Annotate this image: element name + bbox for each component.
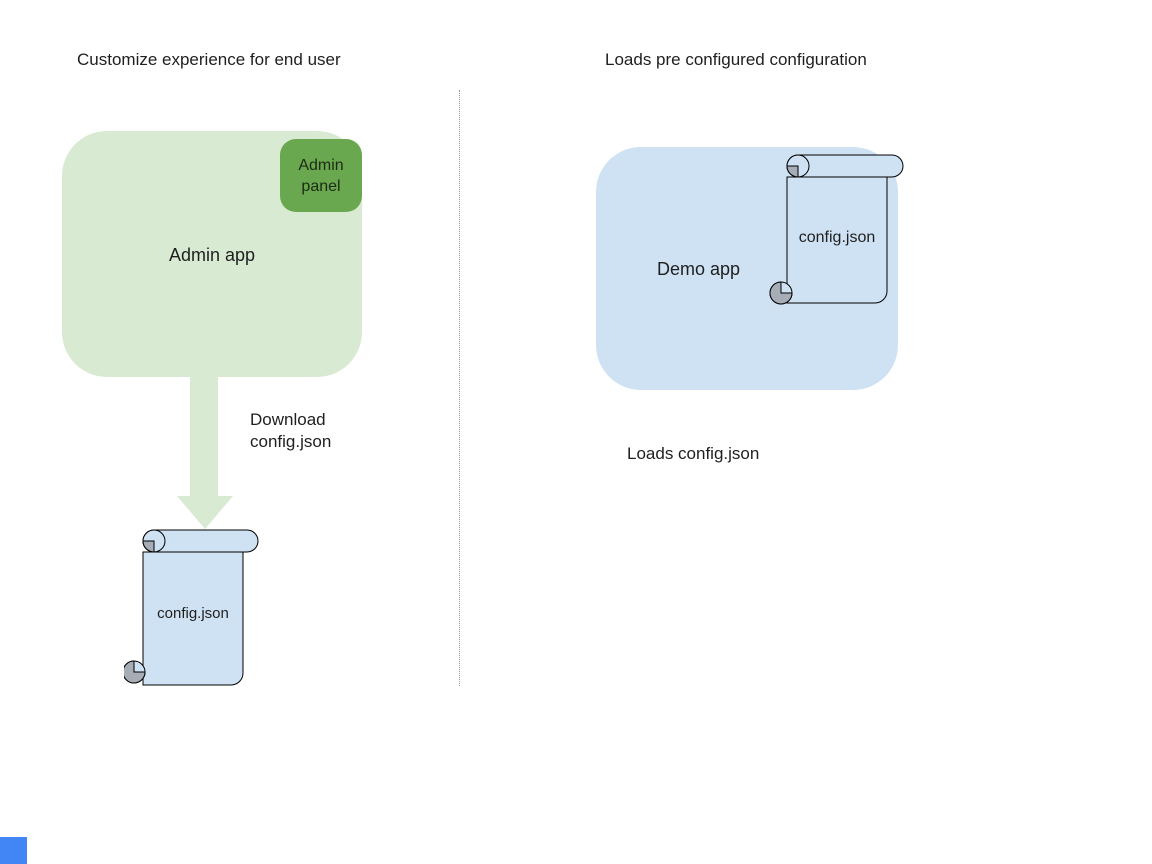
admin-app-label: Admin app: [168, 245, 256, 265]
section-divider: [459, 90, 460, 686]
admin-panel-label: Admin panel: [298, 156, 344, 195]
download-arrow: [177, 377, 233, 529]
scroll-body: [786, 176, 888, 304]
left-section-title: Customize experience for end user: [77, 50, 341, 69]
scroll-body: [142, 551, 244, 686]
down-arrow-icon: [177, 377, 233, 529]
download-arrow-label: Download config.json: [250, 410, 332, 451]
scroll-bottom-curl-shade: [124, 660, 146, 684]
config-json-scroll-left: config.json: [124, 529, 259, 686]
admin-panel-box: Admin panel: [280, 139, 362, 212]
scroll-top-curl-shade: [142, 540, 155, 553]
scroll-top-curl-shade: [786, 165, 799, 178]
config-json-scroll-right: config.json: [769, 154, 904, 305]
right-section-title: Loads pre configured configuration: [605, 50, 867, 69]
corner-blue-square: [0, 837, 27, 864]
loads-config-caption: Loads config.json: [627, 444, 760, 463]
demo-app-label: Demo app: [657, 259, 741, 279]
config-json-label-right: config.json: [799, 229, 876, 246]
config-json-label-left: config.json: [157, 605, 229, 622]
scroll-bottom-curl-shade: [769, 281, 793, 305]
